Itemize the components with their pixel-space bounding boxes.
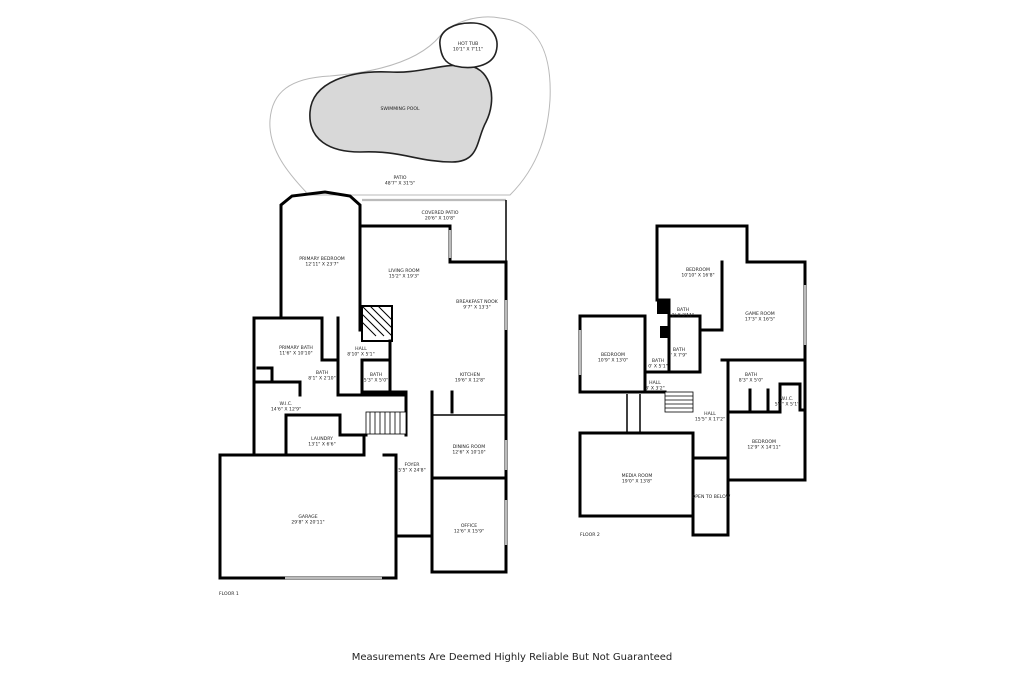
hall-1-dims: 8'10" X 5'1" [347, 352, 374, 358]
bedroom-2a-name: BEDROOM [686, 267, 710, 273]
patio-outline [269, 16, 551, 196]
bath-2b-dims: ' X 7'9" [671, 353, 688, 359]
floor2-walls [578, 224, 807, 537]
primary-bath-name: PRIMARY BATH [279, 345, 313, 351]
wic-1-dims: 14'6" X 12'9" [271, 407, 301, 413]
bath-1a-dims: 8'1" X 2'10" [308, 376, 335, 382]
bath-2c-dims: 0' X 5'1" [648, 364, 667, 370]
dining-room-dims: 12'6" X 10'10" [452, 450, 485, 456]
bath-2d-dims: 8'3" X 5'0" [739, 378, 764, 384]
floor2-label: FLOOR 2 [580, 532, 600, 538]
media-room-dims: 19'0" X 13'8" [622, 479, 652, 485]
bath-2c-name: BATH [652, 358, 664, 364]
covered-patio-dims: 20'6" X 10'8" [425, 216, 455, 222]
hall-1-name: HALL [355, 346, 367, 352]
bath-2d-name: BATH [745, 372, 757, 378]
hall-2b-name: HALL [704, 411, 716, 417]
game-room-dims: 17'3" X 16'5" [745, 317, 775, 323]
bath-2a-dims: 2' X 3'11" [672, 313, 694, 319]
kitchen-dims: 19'6" X 12'8" [455, 378, 485, 384]
game-room-name: GAME ROOM [745, 311, 774, 317]
patio-name: PATIO [393, 175, 406, 181]
hot-tub-dims: 10'1" X 7'11" [453, 47, 483, 53]
swimming-pool-name: SWIMMING POOL [380, 106, 420, 112]
bath-2a-name: BATH [677, 307, 689, 313]
wic-2-name: W.I.C. [781, 396, 794, 402]
breakfast-nook-dims: 9'7" X 13'3" [463, 305, 490, 311]
office-dims: 12'6" X 15'9" [454, 529, 484, 535]
bath-1b-name: BATH [370, 372, 382, 378]
wic-1-name: W.I.C. [280, 401, 293, 407]
hot-tub-name: HOT TUB [458, 41, 479, 47]
kitchen-name: KITCHEN [460, 372, 480, 378]
media-room-name: MEDIA ROOM [622, 473, 653, 479]
garage-name: GARAGE [298, 514, 317, 520]
hall-2a-name: HALL [649, 380, 661, 386]
primary-bath-dims: 11'6" X 10'10" [279, 351, 312, 357]
hall-2b-dims: 15'5" X 17'2" [695, 417, 725, 423]
living-room-dims: 15'2" X 19'3" [389, 274, 419, 280]
bedroom-2c-dims: 12'9" X 14'11" [747, 445, 780, 451]
bedroom-2b-name: BEDROOM [601, 352, 625, 358]
floor1-label: FLOOR 1 [219, 591, 239, 597]
dining-room-name: DINING ROOM [453, 444, 486, 450]
patio-dims: 48'7" X 31'5" [385, 181, 415, 187]
primary-bedroom-name: PRIMARY BEDROOM [299, 256, 345, 262]
bedroom-2a-dims: 10'10" X 16'8" [681, 273, 714, 279]
hot-tub-shape [439, 22, 498, 69]
foyer-dims: 5'5" X 24'8" [398, 468, 425, 474]
bedroom-2c-name: BEDROOM [752, 439, 776, 445]
bath-1b-dims: 5'3" X 5'0" [364, 378, 389, 384]
office-name: OFFICE [461, 523, 477, 529]
garage-dims: 29'8" X 20'11" [291, 520, 324, 526]
hall-2a-dims: 3' X 3'2" [645, 386, 664, 392]
open-to-below-name: OPEN TO BELOW [692, 494, 731, 500]
living-room-name: LIVING ROOM [388, 268, 419, 274]
bath-2b-name: BATH [673, 347, 685, 353]
swimming-pool-shape [309, 64, 493, 163]
primary-bedroom-dims: 12'11" X 23'7" [305, 262, 338, 268]
laundry-dims: 13'1" X 6'6" [308, 442, 335, 448]
breakfast-nook-name: BREAKFAST NOOK [456, 299, 499, 305]
foyer-name: FOYER [405, 462, 421, 468]
covered-patio-name: COVERED PATIO [422, 210, 459, 216]
bath-1a-name: BATH [316, 370, 328, 376]
laundry-name: LAUNDRY [311, 436, 333, 442]
floor1-walls [218, 190, 508, 580]
wic-2-dims: 5'5" X 5'1" [775, 402, 800, 408]
bedroom-2b-dims: 10'9" X 13'0" [598, 358, 628, 364]
disclaimer-footer: Measurements Are Deemed Highly Reliable … [351, 652, 673, 663]
